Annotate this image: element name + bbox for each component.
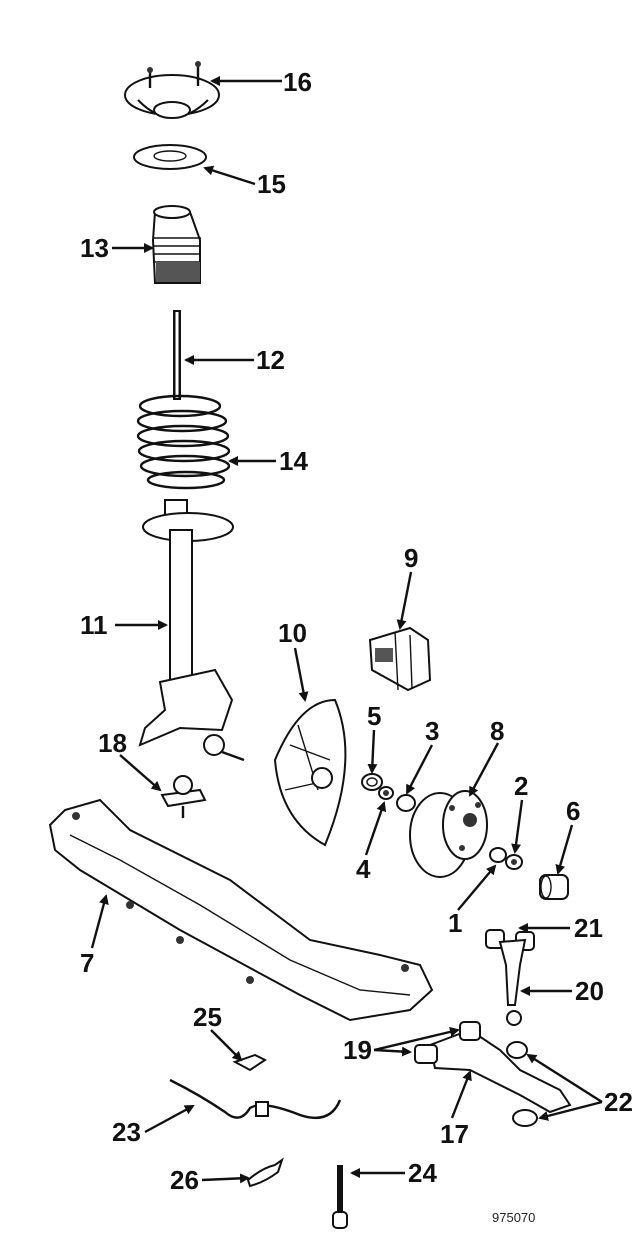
bushing-6-part <box>539 874 569 900</box>
callout-labels: 16 15 13 12 14 11 10 9 5 3 8 2 6 4 1 18 … <box>80 67 633 1225</box>
bolt-24-part <box>332 1165 348 1229</box>
callout-22: 22 <box>604 1087 633 1117</box>
callout-21: 21 <box>574 913 603 943</box>
callout-3: 3 <box>425 716 439 746</box>
callout-26: 26 <box>170 1165 199 1195</box>
callout-23: 23 <box>112 1117 141 1147</box>
strut-mount-part <box>124 61 220 119</box>
callout-15: 15 <box>257 169 286 199</box>
coil-spring-part <box>136 394 231 490</box>
seal-3-part <box>396 794 416 812</box>
brake-caliper-part <box>368 626 432 692</box>
leader-lines <box>90 76 603 1184</box>
ball-joint-part <box>160 775 207 818</box>
rotor-hub-part <box>409 790 488 878</box>
callout-6: 6 <box>566 796 580 826</box>
stabilizer-bar-part <box>169 1078 342 1120</box>
callout-12: 12 <box>256 345 285 375</box>
bearing-1-part <box>489 847 507 863</box>
callout-10: 10 <box>278 618 307 648</box>
callout-17: 17 <box>440 1119 469 1149</box>
callout-1: 1 <box>448 908 462 938</box>
link-rod-part <box>498 938 527 1026</box>
callout-24: 24 <box>408 1158 437 1188</box>
callout-18: 18 <box>98 728 127 758</box>
bracket-25-part <box>232 1053 267 1072</box>
splash-shield-part <box>273 698 347 847</box>
bump-stop-part <box>151 205 201 284</box>
nut-2-part <box>505 854 523 870</box>
callout-14: 14 <box>279 446 308 476</box>
callout-13: 13 <box>80 233 109 263</box>
callout-4: 4 <box>356 854 371 884</box>
callout-19: 19 <box>343 1035 372 1065</box>
reference-code: 975070 <box>492 1210 535 1225</box>
callout-16: 16 <box>283 67 312 97</box>
control-arm-part <box>414 1021 572 1127</box>
callout-25: 25 <box>193 1002 222 1032</box>
callout-11: 11 <box>80 610 108 640</box>
callout-8: 8 <box>490 716 504 746</box>
bearing-5-part <box>361 773 383 791</box>
callout-20: 20 <box>575 976 604 1006</box>
callout-9: 9 <box>404 543 418 573</box>
bracket-26-part <box>246 1157 284 1188</box>
callout-7: 7 <box>80 948 94 978</box>
callout-5: 5 <box>367 701 381 731</box>
bearing-4-part <box>378 786 394 800</box>
crossmember-part <box>48 798 434 1022</box>
callout-2: 2 <box>514 771 528 801</box>
bearing-plate-part <box>133 144 207 170</box>
strut-assembly-part <box>138 499 245 762</box>
